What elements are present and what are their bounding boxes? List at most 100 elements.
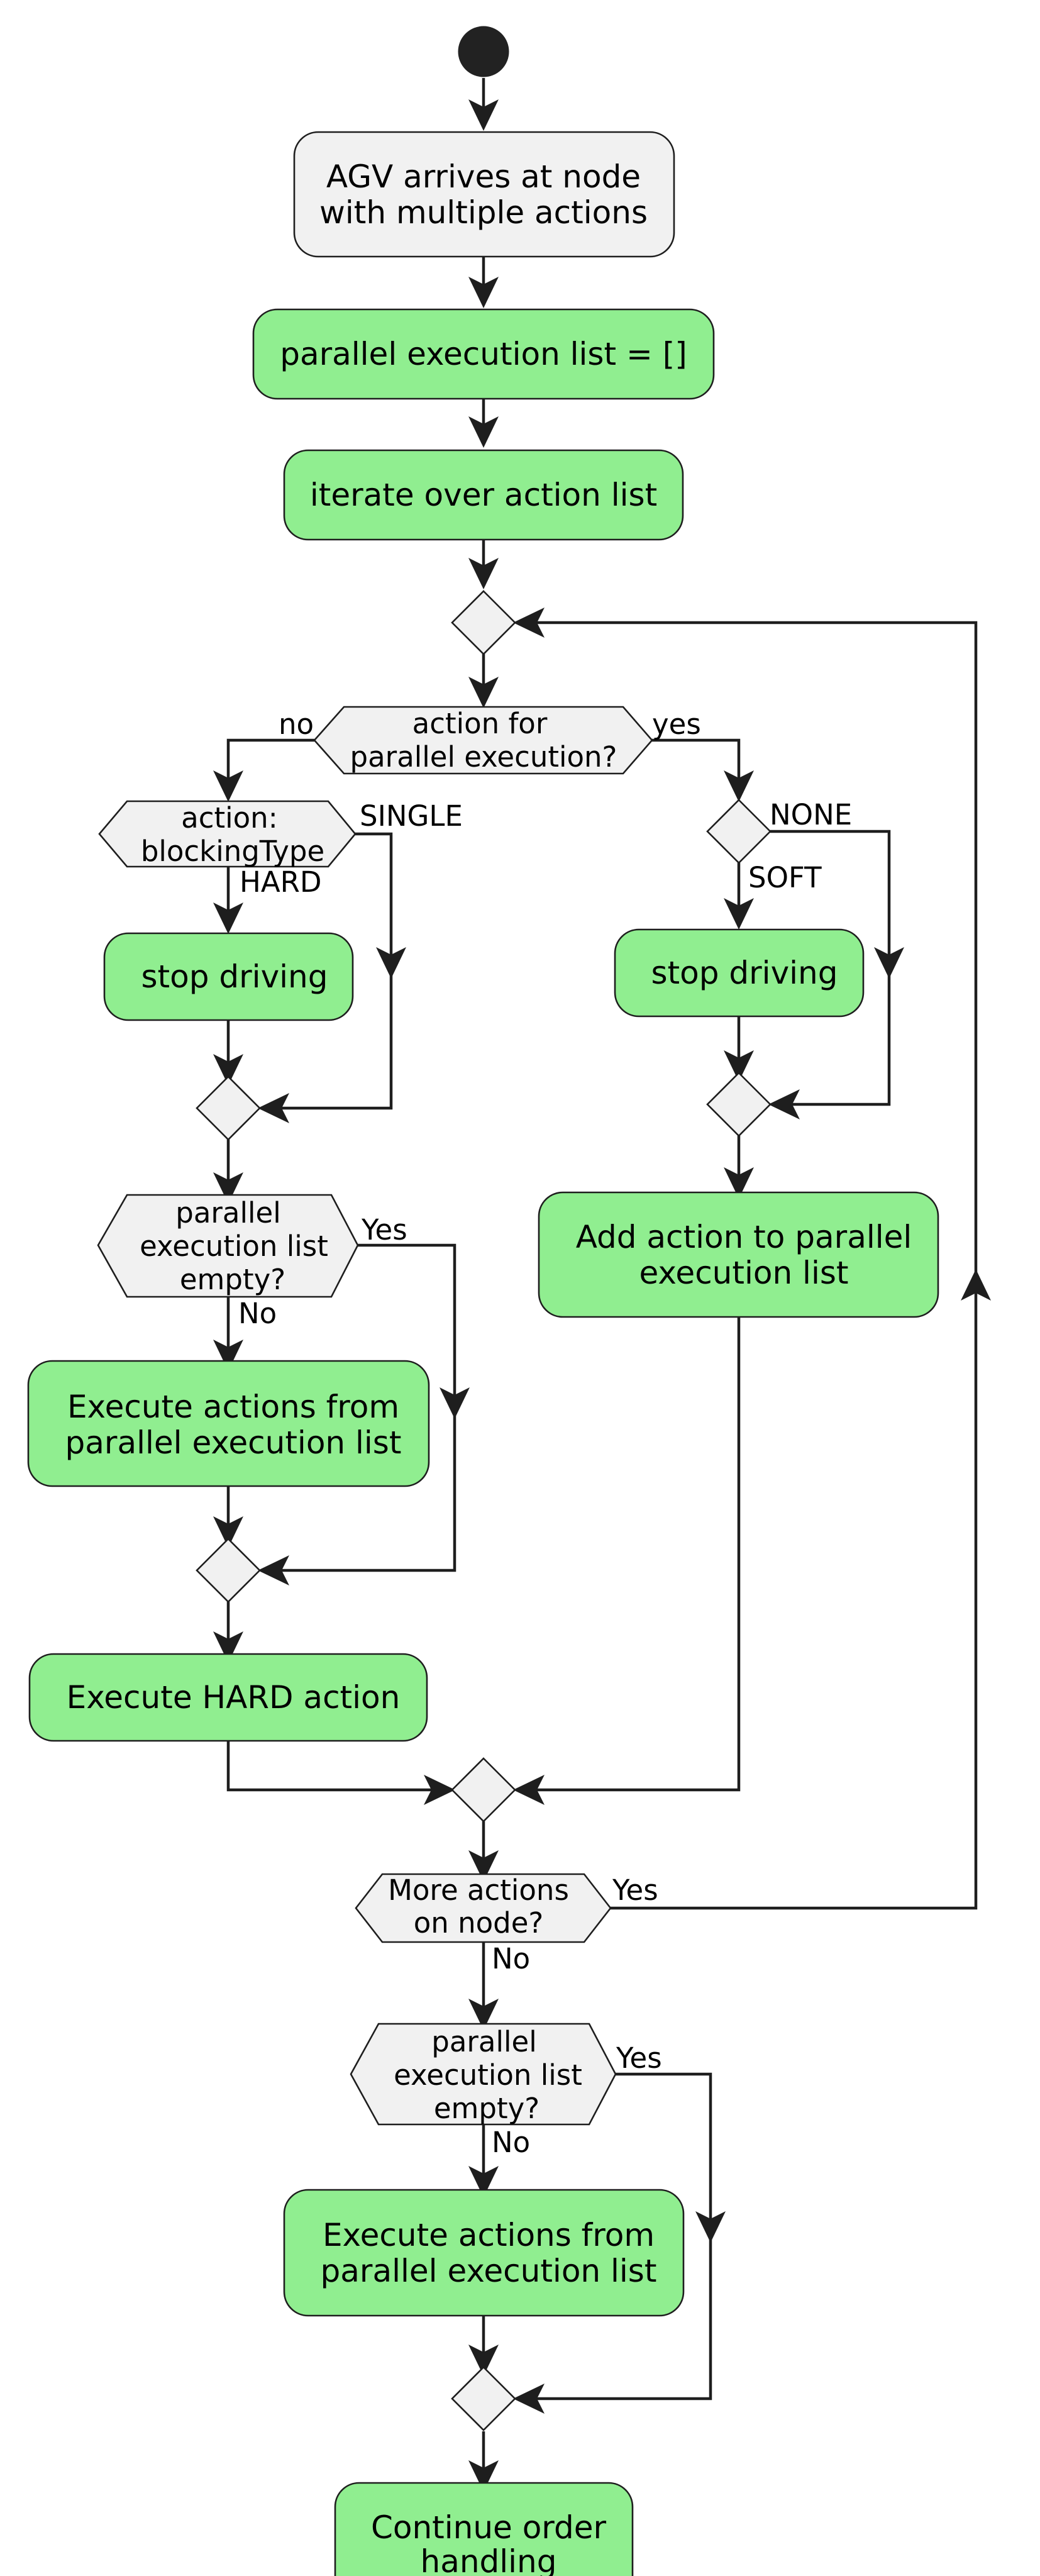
arrowhead: [440, 1387, 470, 1419]
node-exec-bottom-line2: parallel execution list: [321, 2253, 657, 2289]
question-blocking-line2: blockingType: [141, 835, 324, 868]
label-empty-no-bottom: No: [492, 2126, 530, 2159]
arrowhead: [724, 770, 754, 802]
question-empty-left-line2: execution list: [140, 1230, 328, 1263]
arrowhead: [424, 1775, 455, 1805]
arrowhead: [468, 2345, 499, 2376]
node-init-list: parallel execution list = []: [252, 308, 715, 400]
label-hard: HARD: [240, 865, 322, 899]
node-stop-right-text: stop driving: [651, 955, 838, 991]
arrowhead: [468, 558, 499, 589]
merge-diamond-left-2: [196, 1538, 261, 1603]
node-exec-hard-text: Execute HARD action: [67, 1679, 401, 1716]
question-blocking-line1: action:: [181, 801, 278, 835]
arrowhead: [213, 1516, 243, 1548]
label-yes: yes: [652, 708, 701, 741]
merge-diamond-main: [451, 1757, 516, 1823]
node-init-list-text: parallel execution list = []: [280, 336, 687, 372]
arrowhead: [213, 1172, 243, 1204]
label-none: NONE: [770, 798, 852, 831]
node-add-action: Add action to parallel execution list: [538, 1191, 939, 1318]
node-exec-left-line2: parallel execution list: [65, 1424, 402, 1461]
merge-diamond-right-1: [706, 1072, 772, 1137]
arrowhead: [468, 1850, 499, 1882]
arrowhead: [513, 608, 545, 638]
node-iterate-text: iterate over action list: [310, 477, 657, 513]
edge-loop-back: [522, 621, 978, 1910]
arrowheads: [213, 99, 991, 2492]
edge-parallel-no: [226, 738, 314, 792]
node-exec-left-line1: Execute actions from: [67, 1389, 399, 1425]
node-continue: Continue order handling: [334, 2482, 634, 2576]
arrowhead: [468, 2166, 499, 2197]
edge-add-merge: [522, 1317, 741, 1792]
arrowhead: [513, 2384, 545, 2414]
arrowhead: [695, 2211, 726, 2243]
arrowhead: [213, 1631, 243, 1663]
arrowhead: [513, 1775, 545, 1805]
question-more-line1: More actions: [388, 1874, 569, 1907]
loop-merge-diamond: [451, 590, 516, 655]
node-arrive-line1: AGV arrives at node: [326, 158, 641, 195]
question-empty-bottom-line3: empty?: [434, 2092, 539, 2125]
arrowhead: [213, 902, 243, 934]
question-blocking-type: action: blockingType: [98, 800, 357, 868]
edge-parallel-yes: [652, 738, 741, 792]
node-stop-left: stop driving: [103, 932, 354, 1021]
node-exec-left: Execute actions from parallel execution …: [27, 1360, 430, 1487]
blocking-diamond-right: [706, 799, 772, 864]
arrowhead: [376, 947, 406, 979]
question-empty-left-line3: empty?: [180, 1263, 285, 1296]
arrowhead: [258, 1555, 289, 1585]
question-more-line2: on node?: [414, 1906, 544, 1940]
node-iterate: iterate over action list: [283, 449, 684, 541]
node-stop-right: stop driving: [614, 928, 865, 1018]
arrowhead: [768, 1089, 800, 1119]
label-empty-no-left: No: [238, 1297, 277, 1330]
edge-hard-merge: [226, 1741, 446, 1792]
question-empty-bottom: parallel execution list empty?: [350, 2023, 617, 2126]
arrowhead: [468, 277, 499, 308]
node-arrive: AGV arrives at node with multiple action…: [293, 131, 675, 258]
node-stop-left-text: stop driving: [141, 958, 328, 995]
arrowhead: [724, 898, 754, 930]
label-soft: SOFT: [748, 861, 822, 894]
arrowhead: [468, 2460, 499, 2492]
arrowhead: [258, 1093, 289, 1123]
arrowhead: [724, 1050, 754, 1082]
arrowhead: [468, 416, 499, 448]
arrowhead: [213, 1054, 243, 1085]
node-continue-line1: Continue order: [371, 2509, 606, 2546]
node-arrive-line2: with multiple actions: [319, 194, 648, 231]
arrowhead: [213, 770, 243, 802]
arrowhead: [874, 947, 904, 979]
question-empty-left: parallel execution list empty?: [97, 1194, 359, 1298]
arrowhead: [724, 1167, 754, 1199]
node-exec-bottom-line1: Execute actions from: [323, 2217, 655, 2253]
arrowhead: [468, 99, 499, 131]
label-more-no: No: [492, 1942, 530, 1975]
arrowhead: [468, 677, 499, 708]
label-more-yes: Yes: [612, 1874, 658, 1907]
label-empty-yes-left: Yes: [361, 1213, 407, 1246]
arrowhead: [213, 1340, 243, 1371]
question-parallel-line2: parallel execution?: [350, 740, 617, 774]
node-exec-bottom: Execute actions from parallel execution …: [283, 2189, 685, 2317]
node-continue-line2: handling: [421, 2543, 557, 2576]
merge-diamond-bottom: [451, 2366, 516, 2431]
arrowhead: [961, 1269, 991, 1301]
question-more-actions: More actions on node?: [355, 1873, 612, 1943]
node-add-action-line2: execution list: [639, 1255, 849, 1291]
node-add-action-line1: Add action to parallel: [576, 1219, 912, 1255]
question-parallel-line1: action for: [412, 707, 548, 740]
arrowhead: [468, 1999, 499, 2030]
label-empty-yes-bottom: Yes: [616, 2041, 662, 2075]
question-empty-left-line1: parallel: [175, 1196, 280, 1230]
question-empty-bottom-line2: execution list: [394, 2058, 582, 2092]
question-parallel: action for parallel execution?: [313, 706, 653, 775]
label-no: no: [279, 708, 314, 741]
start-node: [458, 26, 509, 77]
question-empty-bottom-line1: parallel: [431, 2025, 536, 2058]
edge-labels: no yes SINGLE HARD NONE SOFT Yes No Yes …: [238, 708, 852, 2159]
